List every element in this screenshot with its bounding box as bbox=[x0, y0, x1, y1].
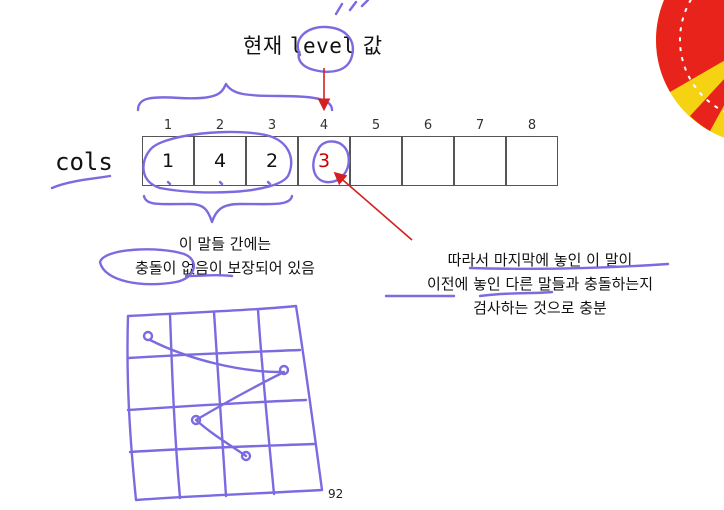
underline-cols bbox=[50, 174, 112, 190]
brace-below-cells bbox=[142, 194, 294, 224]
array-cell-7 bbox=[454, 136, 506, 186]
circle-around-values bbox=[142, 130, 293, 194]
page-number: 92 bbox=[328, 487, 344, 501]
array-cell-5 bbox=[350, 136, 402, 186]
circle-around-collision bbox=[98, 248, 195, 286]
note-right-line-1: 따라서 마지막에 놓인 이 말이 bbox=[447, 251, 633, 269]
index-label-4: 4 bbox=[319, 118, 329, 133]
array-cell-1: 1 bbox=[142, 136, 194, 186]
array-cell-6 bbox=[402, 136, 454, 186]
index-label-5: 5 bbox=[371, 118, 381, 133]
grid-connecting-lines bbox=[148, 338, 286, 458]
note-left-line-1: 이 말들 간에는 bbox=[178, 235, 272, 253]
index-label-6: 6 bbox=[423, 118, 433, 133]
note-right-line-2: 이전에 놓인 다른 말들과 충돌하는지 bbox=[426, 275, 654, 293]
index-label-2: 2 bbox=[215, 118, 225, 133]
dot-marks bbox=[166, 180, 272, 186]
note-right: 따라서 마지막에 놓인 이 말이 이전에 놓인 다른 말들과 충돌하는지 검사하… bbox=[380, 248, 700, 320]
grid-queen-4 bbox=[240, 450, 252, 462]
note-left-line-2: 충돌이 없음이 보장되어 있음 bbox=[135, 259, 315, 277]
hand-drawn-grid-border bbox=[126, 304, 324, 502]
title-prefix: 현재 bbox=[243, 34, 290, 58]
grid-queen-2 bbox=[278, 364, 290, 376]
index-label-1: 1 bbox=[163, 118, 173, 133]
grid-queen-3 bbox=[190, 414, 202, 426]
hand-drawn-grid-lines bbox=[126, 308, 316, 500]
index-label-8: 8 bbox=[527, 118, 537, 133]
array-cell-8 bbox=[506, 136, 558, 186]
index-label-3: 3 bbox=[267, 118, 277, 133]
brace-above-cells bbox=[136, 82, 334, 112]
circle-around-current bbox=[312, 140, 350, 184]
grid-queen-1 bbox=[142, 330, 154, 342]
title-suffix: 값 bbox=[355, 34, 383, 58]
underline-last-piece bbox=[468, 262, 670, 270]
array-label: cols bbox=[55, 148, 113, 176]
array-cell-2: 4 bbox=[194, 136, 246, 186]
underline-other-pieces bbox=[478, 290, 554, 298]
arrow-to-current-cell bbox=[333, 171, 413, 241]
index-label-7: 7 bbox=[475, 118, 485, 133]
circle-around-level bbox=[296, 25, 355, 73]
array-cell-3: 2 bbox=[246, 136, 298, 186]
scribble-mark bbox=[334, 0, 370, 16]
note-left: 이 말들 간에는 충돌이 없음이 보장되어 있음 bbox=[100, 232, 350, 280]
note-right-line-3: 검사하는 것으로 충분 bbox=[473, 299, 607, 317]
underline-none bbox=[184, 273, 234, 278]
